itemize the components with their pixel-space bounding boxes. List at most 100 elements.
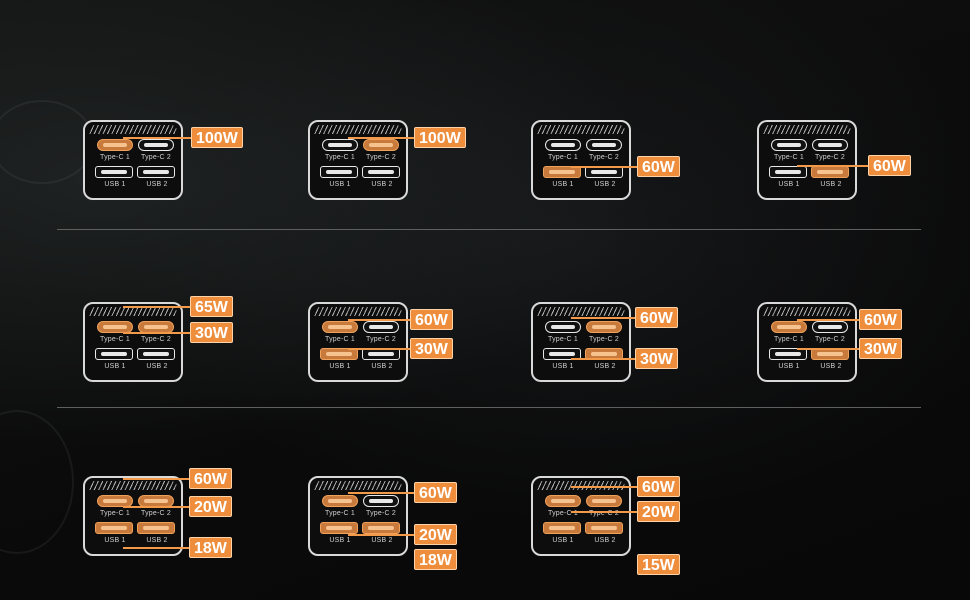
port-label-c2: Type-C 2 [141, 336, 171, 343]
output-lead-line [348, 137, 414, 139]
charger-device: Type-C 1 Type-C 2 USB 1 USB 2 [308, 120, 408, 200]
port-connector [777, 325, 801, 329]
output-lead-line [571, 166, 637, 168]
wattage-badge: 60W [637, 476, 680, 497]
port-label-u2: USB 2 [371, 181, 393, 188]
output-lead-line [123, 137, 191, 139]
usb-a-port-2-active [362, 522, 400, 534]
port-connector [101, 352, 127, 356]
port-label-c1: Type-C 1 [548, 154, 578, 161]
port-label-c2: Type-C 2 [141, 510, 171, 517]
port-connector [817, 352, 843, 356]
wattage-badge: 60W [414, 482, 457, 503]
wattage-badge: 60W [189, 468, 232, 489]
vent-grille [537, 307, 625, 316]
wattage-badge: 20W [414, 524, 457, 545]
port-label-c1: Type-C 1 [325, 336, 355, 343]
usb-c-port-2-active [363, 139, 399, 151]
port-connector [369, 499, 393, 503]
port-connector [818, 325, 842, 329]
usb-c-port-1 [771, 139, 807, 151]
port-connector [326, 526, 352, 530]
output-lead-line [123, 547, 189, 549]
row-divider-1 [57, 229, 921, 230]
port-connector [591, 170, 617, 174]
port-label-c2: Type-C 2 [366, 154, 396, 161]
usb-c-port-1-active [97, 321, 133, 333]
vent-grille [763, 125, 851, 134]
port-label-u2: USB 2 [594, 363, 616, 370]
port-connector [326, 170, 352, 174]
usb-c-port-1-active [97, 495, 133, 507]
port-connector [549, 352, 575, 356]
usb-c-port-2 [586, 139, 622, 151]
port-connector [551, 325, 575, 329]
port-connector [143, 352, 169, 356]
vent-grille [89, 125, 177, 134]
usb-c-port-2 [812, 139, 848, 151]
wattage-badge: 30W [635, 348, 678, 369]
port-label-c2: Type-C 2 [366, 336, 396, 343]
usb-a-port-2-active [811, 166, 849, 178]
port-label-c1: Type-C 1 [774, 336, 804, 343]
wattage-badge: 30W [190, 322, 233, 343]
usb-c-port-2 [812, 321, 848, 333]
usb-c-port-1-active [322, 495, 358, 507]
port-connector [591, 352, 617, 356]
usb-c-port-1-active [771, 321, 807, 333]
vent-grille [763, 307, 851, 316]
port-label-u2: USB 2 [371, 363, 393, 370]
port-connector [592, 143, 616, 147]
port-label-u1: USB 1 [552, 537, 574, 544]
wattage-badge: 30W [410, 338, 453, 359]
port-connector [551, 499, 575, 503]
wattage-badge: 60W [868, 155, 911, 176]
vent-grille [314, 307, 402, 316]
usb-a-port-1 [769, 166, 807, 178]
output-lead-line [123, 306, 190, 308]
vent-grille [537, 481, 625, 490]
port-connector [592, 499, 616, 503]
port-label-u1: USB 1 [778, 181, 800, 188]
wattage-badge: 30W [859, 338, 902, 359]
port-label-u2: USB 2 [820, 363, 842, 370]
port-connector [103, 325, 127, 329]
port-label-c2: Type-C 2 [815, 336, 845, 343]
port-connector [143, 170, 169, 174]
usb-c-port-1 [545, 321, 581, 333]
usb-a-port-2 [362, 166, 400, 178]
port-label-u2: USB 2 [594, 181, 616, 188]
output-lead-line [571, 511, 637, 513]
usb-a-port-1-active [95, 522, 133, 534]
output-lead-line [797, 319, 859, 321]
usb-a-port-1-active [543, 166, 581, 178]
usb-a-port-2 [137, 348, 175, 360]
port-connector [328, 325, 352, 329]
port-connector [775, 352, 801, 356]
wattage-badge: 60W [635, 307, 678, 328]
port-connector [101, 526, 127, 530]
wattage-badge: 60W [410, 309, 453, 330]
usb-c-port-1-active [97, 139, 133, 151]
output-lead-line [797, 165, 868, 167]
port-label-c1: Type-C 1 [325, 154, 355, 161]
usb-a-port-1 [543, 348, 581, 360]
port-label-u1: USB 1 [552, 181, 574, 188]
port-label-u1: USB 1 [329, 181, 351, 188]
port-connector [369, 143, 393, 147]
port-connector [817, 170, 843, 174]
background-ring [0, 100, 94, 184]
port-label-u1: USB 1 [552, 363, 574, 370]
wattage-badge: 20W [189, 496, 232, 517]
wattage-badge: 60W [859, 309, 902, 330]
